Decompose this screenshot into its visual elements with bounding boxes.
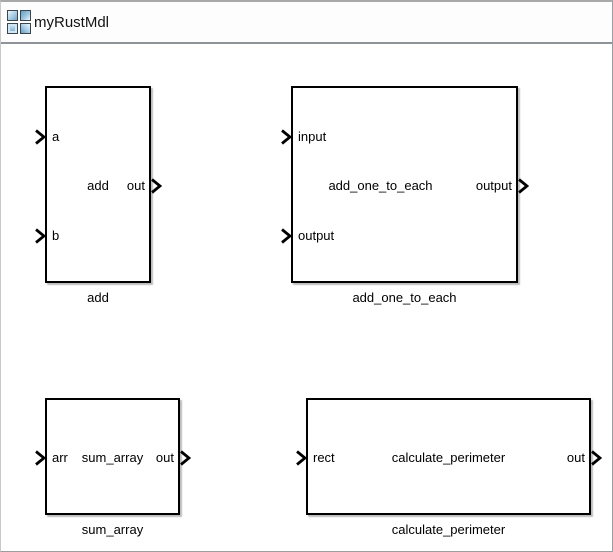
output-port-label: out <box>566 450 585 465</box>
model-icon-cell <box>7 23 18 34</box>
block-name-label: add <box>87 178 109 193</box>
model-icon-cell <box>20 23 31 34</box>
model-icon-cell <box>7 10 18 21</box>
block-caption[interactable]: calculate_perimeter <box>391 522 506 537</box>
input-port-icon[interactable] <box>34 228 46 244</box>
input-port-label: b <box>52 228 60 243</box>
block-name-label: sum_array <box>81 450 144 465</box>
block-caption[interactable]: add <box>87 290 109 305</box>
output-port-icon[interactable] <box>590 450 602 466</box>
block-name-label: calculate_perimeter <box>391 450 506 465</box>
input-port-icon[interactable] <box>34 129 46 145</box>
input-port-icon[interactable] <box>280 228 292 244</box>
model-title: myRustMdl <box>34 13 110 31</box>
block-name-label: add_one_to_each <box>328 178 433 193</box>
block-caption[interactable]: add_one_to_each <box>352 290 457 305</box>
input-port-icon[interactable] <box>280 129 292 145</box>
output-port-icon[interactable] <box>150 178 162 194</box>
input-port-label: rect <box>313 450 335 465</box>
input-port-label: a <box>52 129 60 144</box>
output-port-label: out <box>126 178 145 193</box>
input-port-icon[interactable] <box>34 450 46 466</box>
block-caption[interactable]: sum_array <box>81 522 144 537</box>
simulink-model-icon <box>7 10 31 34</box>
block-add-one-to-each[interactable]: input output output add_one_to_each add_… <box>281 86 529 305</box>
model-canvas[interactable]: a b out add add input output output add_… <box>1 44 612 551</box>
block-sum-array[interactable]: arr out sum_array sum_array <box>35 398 191 537</box>
model-icon-cell <box>20 10 31 21</box>
input-port-label: input <box>298 129 327 144</box>
block-add[interactable]: a b out add add <box>35 86 162 305</box>
block-calculate-perimeter[interactable]: rect out calculate_perimeter calculate_p… <box>296 398 602 537</box>
output-port-icon[interactable] <box>517 178 529 194</box>
output-port-icon[interactable] <box>179 450 191 466</box>
input-port-icon[interactable] <box>295 450 307 466</box>
input-port-label: arr <box>52 450 68 465</box>
input-port-label: output <box>298 228 335 243</box>
model-tab[interactable]: myRustMdl <box>1 2 612 44</box>
output-port-label: output <box>475 178 512 193</box>
output-port-label: out <box>155 450 174 465</box>
